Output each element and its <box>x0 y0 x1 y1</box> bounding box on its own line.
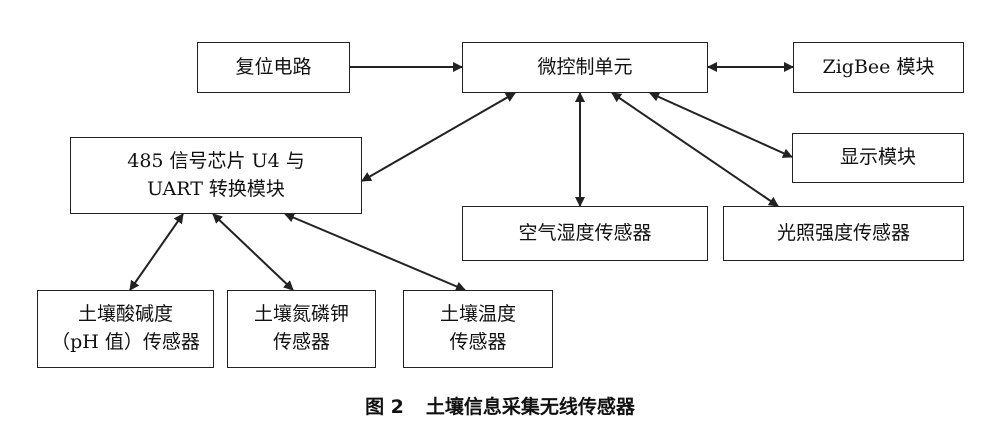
light-intensity-label: 光照强度传感器 <box>776 221 910 244</box>
soil-temperature-box: 土壤温度 传感器 <box>403 290 553 368</box>
arrow-rs485-soil-ph <box>129 213 184 291</box>
air-humidity-label: 空气湿度传感器 <box>518 221 652 244</box>
soil-npk-label: 土壤氮磷钾 传感器 <box>253 303 349 353</box>
rs485-uart-box: 485 信号芯片 U4 与 UART 转换模块 <box>70 137 362 214</box>
figure-title: 土壤信息采集无线传感器 <box>425 396 635 418</box>
display-box: 显示模块 <box>792 133 964 183</box>
figure-caption: 图 2 土壤信息采集无线传感器 <box>0 392 1000 419</box>
reset-circuit-box: 复位电路 <box>197 42 350 93</box>
air-humidity-box: 空气湿度传感器 <box>462 206 708 261</box>
soil-ph-label: 土壤酸碱度 （pH 值）传感器 <box>51 303 200 353</box>
reset-circuit-label: 复位电路 <box>235 55 312 78</box>
arrow-mcu-light <box>611 92 779 207</box>
arrow-mcu-display <box>649 92 793 158</box>
soil-npk-box: 土壤氮磷钾 传感器 <box>227 290 376 368</box>
mcu-label: 微控制单元 <box>537 55 633 78</box>
figure-number: 图 2 <box>365 396 404 418</box>
arrow-rs485-soil-npk <box>212 213 294 291</box>
arrow-mcu-rs485 <box>361 92 516 182</box>
display-label: 显示模块 <box>839 146 916 169</box>
soil-temperature-label: 土壤温度 传感器 <box>439 303 516 353</box>
light-intensity-box: 光照强度传感器 <box>723 206 964 261</box>
rs485-uart-label: 485 信号芯片 U4 与 UART 转换模块 <box>127 149 305 200</box>
zigbee-box: ZigBee 模块 <box>793 42 964 93</box>
arrow-rs485-soil-temp <box>284 212 466 292</box>
zigbee-label: ZigBee 模块 <box>822 55 935 78</box>
mcu-box: 微控制单元 <box>462 42 708 93</box>
soil-ph-box: 土壤酸碱度 （pH 值）传感器 <box>37 290 214 368</box>
